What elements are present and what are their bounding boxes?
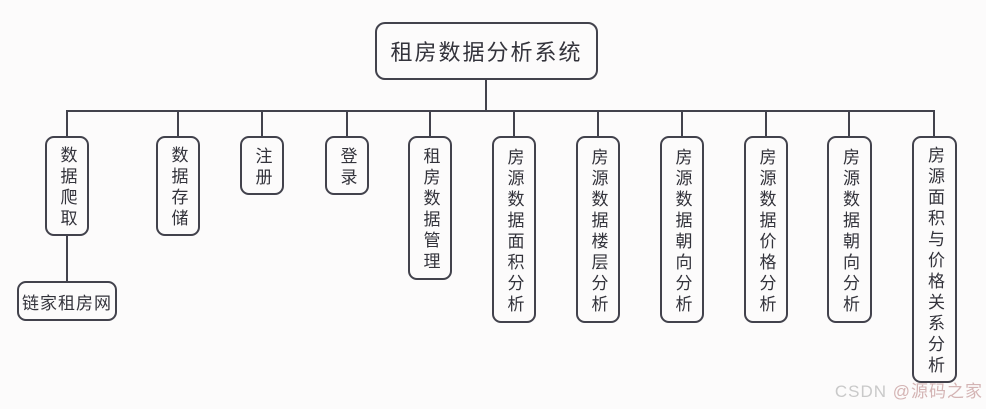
node-rental-data-management: 租房数据管理 [408, 136, 452, 280]
node-area-price-relation-analysis: 房源面积与价格关系分析 [912, 136, 957, 383]
watermark-brand-text: CSDN [834, 382, 893, 401]
watermark-username-text: @源码之家 [892, 382, 983, 401]
root-node-rental-data-analysis-system: 租房数据分析系统 [375, 22, 598, 80]
node-login: 登录 [325, 136, 369, 195]
node-data-crawling: 数据爬取 [45, 136, 89, 236]
node-listing-orientation-analysis-2: 房源数据朝向分析 [827, 136, 872, 323]
node-lianjia-rental-site: 链家租房网 [17, 281, 117, 321]
node-register: 注册 [240, 136, 284, 195]
node-listing-price-analysis: 房源数据价格分析 [744, 136, 788, 323]
node-listing-area-analysis: 房源数据面积分析 [492, 136, 536, 323]
node-listing-orientation-analysis: 房源数据朝向分析 [660, 136, 704, 323]
node-listing-floor-analysis: 房源数据楼层分析 [576, 136, 620, 323]
csdn-watermark: CSDN @源码之家 [835, 377, 983, 402]
node-data-storage: 数据存储 [156, 136, 200, 236]
